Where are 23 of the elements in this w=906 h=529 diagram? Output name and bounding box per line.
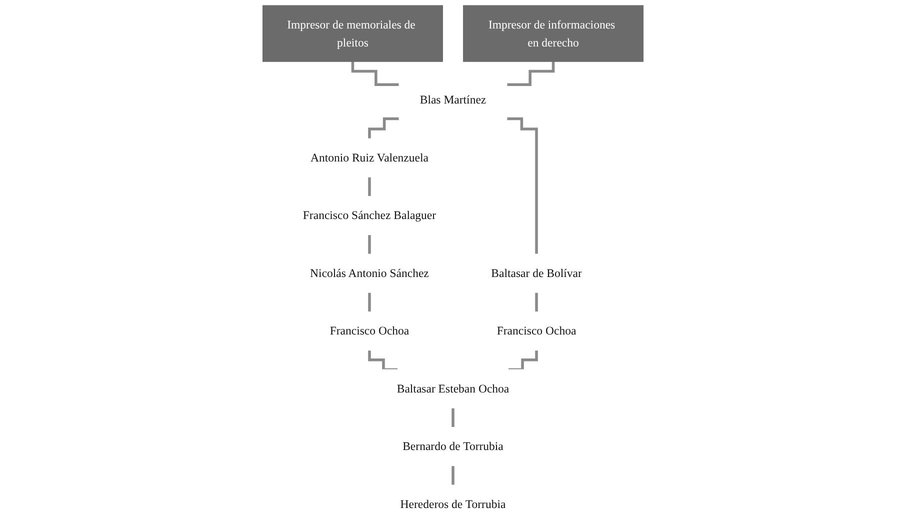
connector [508, 348, 538, 371]
node-box: Impresor de informaciones en derecho [463, 5, 644, 62]
node-text: Blas Martínez [420, 93, 486, 106]
connector [368, 233, 371, 256]
node-text: Herederos de Torrubia [400, 498, 506, 511]
node-box: Impresor de memoriales de pleitos [262, 5, 443, 62]
node-text: Bernardo de Torrubia [402, 440, 504, 453]
node-text: Francisco Ochoa [330, 324, 410, 338]
connector [368, 117, 400, 140]
connector [351, 60, 400, 86]
connector [452, 406, 454, 429]
connector [506, 60, 555, 86]
connector [368, 291, 371, 314]
node-text: Baltasar de Bolívar [491, 266, 582, 280]
connector [452, 464, 454, 486]
node-text: Francisco Sánchez Balaguer [302, 208, 436, 222]
connector [368, 348, 398, 371]
node-text: Francisco Ochoa [496, 324, 576, 338]
connector [535, 291, 538, 314]
connector [368, 176, 371, 198]
node-text: Antonio Ruiz Valenzuela [310, 151, 428, 164]
node-text: Nicolás Antonio Sánchez [310, 266, 429, 280]
connector [506, 117, 538, 256]
